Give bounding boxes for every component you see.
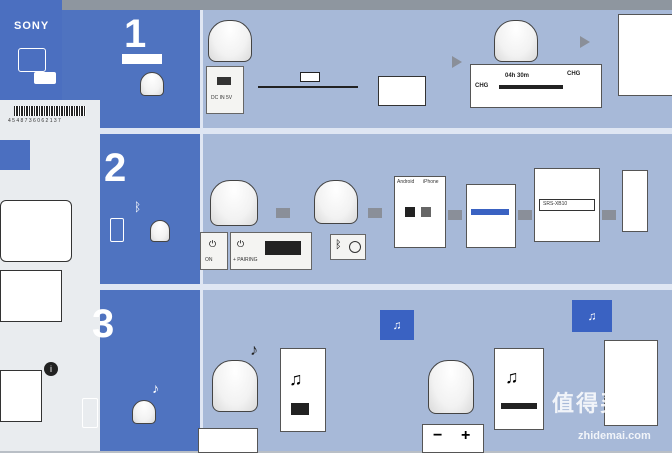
speaker-step3 [212,360,258,412]
speaker-step1 [208,20,252,62]
phone-volume-panel: ♫ [494,348,544,430]
arrow-step1-a [452,56,462,68]
charging-port-panel: DC IN 5V [206,66,244,114]
phone-settings-panel: Android iPhone [394,176,446,248]
row-divider-2 [62,284,672,290]
chg-left-label: CHG [475,83,489,89]
device-list-item [539,199,595,211]
port-icon [217,77,231,85]
bluetooth-toggle-panel [466,184,516,248]
watermark-url: zhidemai.com [578,430,651,442]
device-select-panel: SRS-XB10 [534,168,600,242]
brand-logo: SONY [14,20,50,32]
volume-slider-icon [501,403,537,409]
speaker-base-panel [198,428,258,453]
music-note-icon-4: ♫ [505,367,519,387]
arrow-step2-d [518,210,532,220]
arrow-step2-a [276,208,290,218]
music-note-icon-2: ♪ [250,342,258,359]
connected-panel [622,170,648,232]
recycle-illustration [0,370,42,422]
speaker-step3-b [428,360,474,414]
indicator-light-icon [265,241,301,255]
charge-complete-panel [618,14,672,96]
step-1-number: 1 [124,12,147,56]
usb-cable [258,86,358,88]
warranty-leaflet: 4 5 4 8 7 3 6 0 6 2 1 3 7 i [0,100,100,451]
music-note-icon-3: ♫ [289,369,303,389]
barcode-number: 4 5 4 8 7 3 6 0 6 2 1 3 7 [8,118,61,124]
play-volume-icon: ♫ [380,310,414,340]
power-label-1: ON [205,257,213,263]
watermark-logo: 值得买 [552,391,625,416]
step-2-number: 2 [104,146,127,190]
bluetooth-icon-2: ᛒ [335,239,342,251]
pairing-panel: ⏻ + PAIRING [230,232,312,270]
info-icon: i [44,362,58,376]
volume-plus-button: + [461,427,471,444]
chg-right-label: CHG [567,71,581,77]
speaker-small-icon-2 [150,220,170,242]
speaker-small-icon [140,72,164,96]
power-icon-2: ⏻ [237,239,245,249]
blink-icon [349,241,361,253]
power-label-2: + PAIRING [233,257,258,263]
device-icon [34,72,56,84]
bluetooth-light-panel: ᛒ [330,234,366,260]
play-button-icon [291,403,309,415]
info-icon-block [0,140,30,170]
accessories-illustration [0,200,72,262]
volume-minus-button: − [433,427,443,444]
arrow-step2-e [602,210,616,220]
arrow-step1-b [580,36,590,48]
phone-next-panel [604,340,658,426]
cable-icon [122,54,162,64]
android-label: Android [397,179,415,185]
laptop-icon [378,76,426,106]
phone-music-panel: ♫ [280,348,326,432]
bluetooth-icon: ᛒ [134,200,142,214]
settings-icon [405,207,415,217]
speaker-outline-icon [18,48,46,72]
play-next-icon: ♫ [572,300,612,332]
barcode [14,106,86,116]
speaker-small-icon-3 [132,400,156,424]
speaker-step2-b [314,180,358,224]
power-icon: ⏻ [209,239,217,249]
step-3-number: 3 [92,302,115,346]
charger-label: DC IN 5V [211,95,233,101]
micro-usb-icon [300,72,320,82]
phone-icon [110,218,124,242]
package-illustration [0,270,62,322]
speaker-charging [494,20,538,62]
column-divider [200,10,203,451]
arrow-step2-c [448,210,462,220]
device-name: SRS-XB10 [543,201,568,207]
row-divider-1 [62,128,672,134]
arrow-step2-b [368,208,382,218]
cover-panel: SONY [0,0,62,110]
volume-buttons-panel: − + [422,424,484,453]
speaker-step2 [210,180,258,226]
phone-music-icon [82,398,98,428]
charge-time: 04h 30m [505,73,530,79]
bluetooth-toggle-icon [471,209,509,215]
iphone-label: iPhone [423,179,439,185]
power-button-panel-1: ⏻ ON [200,232,228,270]
music-note-icon: ♪ [152,380,159,396]
background-strip [0,0,672,10]
charge-indicator-panel: CHG 04h 30m CHG [470,64,602,108]
settings-icon-ios [421,207,431,217]
charge-progress-line [499,85,563,89]
